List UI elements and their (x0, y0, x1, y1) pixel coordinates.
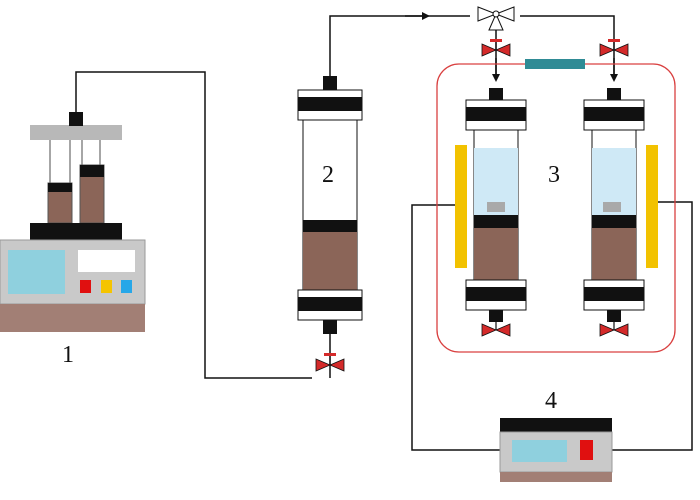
column-sediment-cap (303, 220, 357, 232)
pump-button-yellow (101, 280, 112, 293)
pump-screen (8, 250, 65, 294)
heater-right (646, 145, 658, 268)
reactor-right-cap (592, 215, 636, 228)
reactor-inlet-arrows (492, 58, 618, 82)
reactor-outlet-valve-right (599, 322, 629, 337)
column-2 (297, 76, 363, 378)
label-1: 1 (62, 342, 74, 368)
controller-wire-right (612, 201, 693, 451)
three-way-valve (477, 6, 515, 31)
reactor-inlet-valve-right (599, 39, 629, 57)
column-bottom-valve (315, 353, 345, 372)
temperature-controller (499, 418, 613, 482)
controller-button (580, 440, 593, 460)
controller-base (500, 472, 612, 482)
reactor-left-sediment (474, 228, 518, 280)
pump-top-bar (30, 125, 122, 140)
column-sediment (303, 232, 357, 290)
reactor-left-cap (474, 215, 518, 228)
enclosure-connector (525, 59, 585, 69)
syringe-pump (0, 112, 146, 332)
label-3: 3 (548, 162, 560, 188)
syringe-left-plunger (48, 183, 72, 192)
label-4: 4 (545, 388, 557, 414)
column-outlet-tube (329, 15, 470, 78)
pump-top-knob (69, 112, 83, 126)
pump-button-red (80, 280, 91, 293)
controller-wire-left (411, 204, 500, 451)
pump-base (0, 304, 145, 332)
reactor-outlet-valve-left (481, 322, 511, 337)
heater-left (455, 145, 467, 268)
controller-screen (512, 440, 567, 462)
column-bottom-connector (323, 320, 337, 334)
label-2: 2 (322, 162, 334, 188)
pump-clamp (30, 223, 122, 240)
controller-top (500, 418, 612, 432)
reactor-inlet-valve-left (481, 39, 511, 57)
reactor-left-probe (487, 202, 505, 212)
reactor-right-sediment (592, 228, 636, 280)
syringe-right-plunger (80, 165, 104, 177)
reactor-right-probe (603, 202, 621, 212)
column-top-connector (323, 76, 337, 90)
reactor-column-left (465, 88, 527, 322)
reactor-column-right (583, 88, 645, 322)
tubing (75, 12, 693, 451)
pump-outlet-tube (75, 71, 312, 379)
pump-button-blue (121, 280, 132, 293)
pump-display (78, 250, 135, 272)
